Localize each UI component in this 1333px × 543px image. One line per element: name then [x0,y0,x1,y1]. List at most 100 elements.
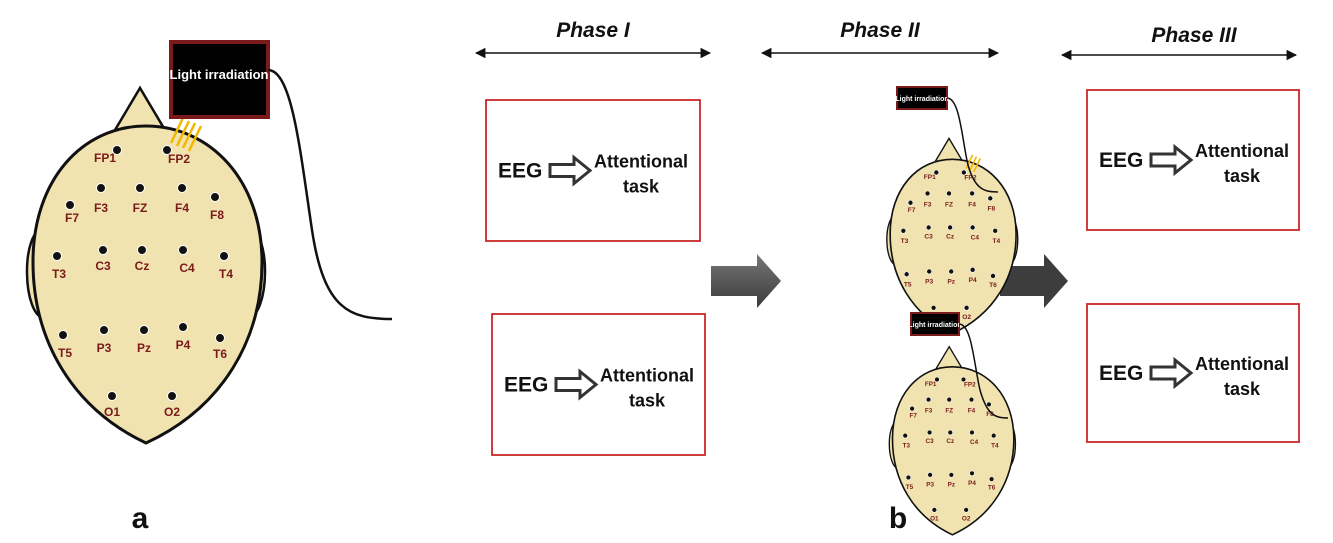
electrode-t4-dot [991,433,997,439]
task-label-line2: task [629,391,666,411]
electrode-f7-label: F7 [908,207,916,214]
electrode-p4-dot [178,322,188,332]
electrode-c4-dot [178,245,188,255]
phase-header-1: Phase I [474,19,712,59]
phase-box-2: EEG Attentional task [491,313,706,456]
electrode-c4-label: C4 [179,261,195,275]
electrode-f7-dot [909,405,915,412]
phase-title-3: Phase III [1151,24,1237,47]
electrode-f4-dot [968,396,975,403]
electrode-o1-label: O1 [104,405,120,419]
electrode-f8-label: F8 [986,411,994,418]
electrode-fp2-label: FP2 [964,381,976,388]
electrode-f3-label: F3 [925,407,933,414]
electrode-o2-dot [167,391,177,401]
electrode-fp1-dot [112,145,122,155]
electrode-t4-label: T4 [992,238,1000,245]
hollow-arrow-icon [1149,143,1194,177]
hollow-arrow-icon [1149,356,1194,390]
electrode-t4-label: T4 [219,267,233,281]
electrode-fp2-dot [162,145,172,155]
electrode-fz-label: FZ [945,407,953,414]
electrode-t5-label: T5 [906,484,914,491]
electrode-t5-dot [58,330,68,340]
electrode-f4-label: F4 [175,201,189,215]
electrode-pz-dot [948,268,954,275]
electrode-t3-dot [902,433,908,439]
eeg-label: EEG [1099,362,1143,385]
electrode-f8-dot [210,192,220,202]
light-device-label-b2: Light irradiation [908,322,961,329]
electrode-p4-label: P4 [176,338,191,352]
electrode-fz-dot [946,190,952,197]
electrode-o2-label: O2 [164,405,180,419]
electrode-t5-dot [903,271,910,278]
electrode-pz-label: Pz [137,341,151,355]
electrode-f8-dot [986,401,992,408]
task-label-line1: Attentional [600,366,694,386]
electrode-fp2-label: FP2 [964,175,976,182]
electrode-o1-dot [107,391,117,401]
eeg-label: EEG [504,374,548,397]
electrode-cz-label: Cz [946,234,955,241]
electrode-t3-label: T3 [901,238,909,245]
electrode-o2-label: O2 [962,314,971,321]
electrode-o1-dot [931,507,938,513]
electrode-f7-dot [65,200,75,210]
electrode-fp2-dot [960,376,967,383]
light-device-label-a: Light irradiation [170,67,269,82]
electrode-p3-label: P3 [97,341,112,355]
electrode-f8-label: F8 [210,208,224,222]
task-label-line2: task [1224,379,1261,399]
electrode-c4-label: C4 [970,439,979,446]
phase-box-border [485,99,701,242]
electrode-f3-label: F3 [94,201,108,215]
electrode-t6-label: T6 [989,282,997,289]
electrode-c4-label: C4 [971,235,980,242]
electrode-c4-dot [969,224,976,231]
electrode-c3-dot [926,429,933,436]
electrode-t4-dot [992,228,998,234]
electrode-cz-label: Cz [946,438,954,445]
light-device-b1: Light irradiation [895,86,999,193]
eeg-label: EEG [498,160,542,183]
electrode-p3-dot [99,325,109,335]
electrode-c4-dot [969,429,975,436]
phase-box-4: EEG Attentional task [1086,303,1300,443]
electrode-t6-label: T6 [213,347,227,361]
electrode-o1-label: O1 [930,515,939,522]
light-rays [169,117,203,152]
electrode-c3-label: C3 [924,234,933,241]
electrode-fz-label: FZ [945,202,953,209]
electrode-fz-dot [135,183,145,193]
electrode-f3-dot [96,183,106,193]
electrode-cz-dot [947,429,953,436]
electrode-t6-label: T6 [988,485,996,492]
phase-title-2: Phase II [840,19,921,42]
task-label-line1: Attentional [1195,354,1289,374]
electrode-p3-dot [927,472,933,478]
electrode-p3-dot [926,268,932,275]
electrode-t6-dot [215,333,225,343]
electrode-o2-dot [963,507,969,513]
electrode-fp1-label: FP1 [925,381,937,388]
electrode-t3-label: T3 [903,442,911,449]
electrode-f3-label: F3 [924,202,932,209]
electrode-p4-dot [969,267,976,273]
electrode-p3-label: P3 [926,482,934,489]
electrode-cz-dot [947,224,953,231]
electrode-cz-label: Cz [135,259,150,273]
electrode-t5-dot [905,474,912,481]
light-device-cable-a [267,68,393,321]
electrode-fp1-label: FP1 [94,151,116,165]
light-device-a: Light irradiation [169,40,393,321]
electrode-t4-label: T4 [991,442,999,449]
electrode-c3-dot [925,224,932,231]
